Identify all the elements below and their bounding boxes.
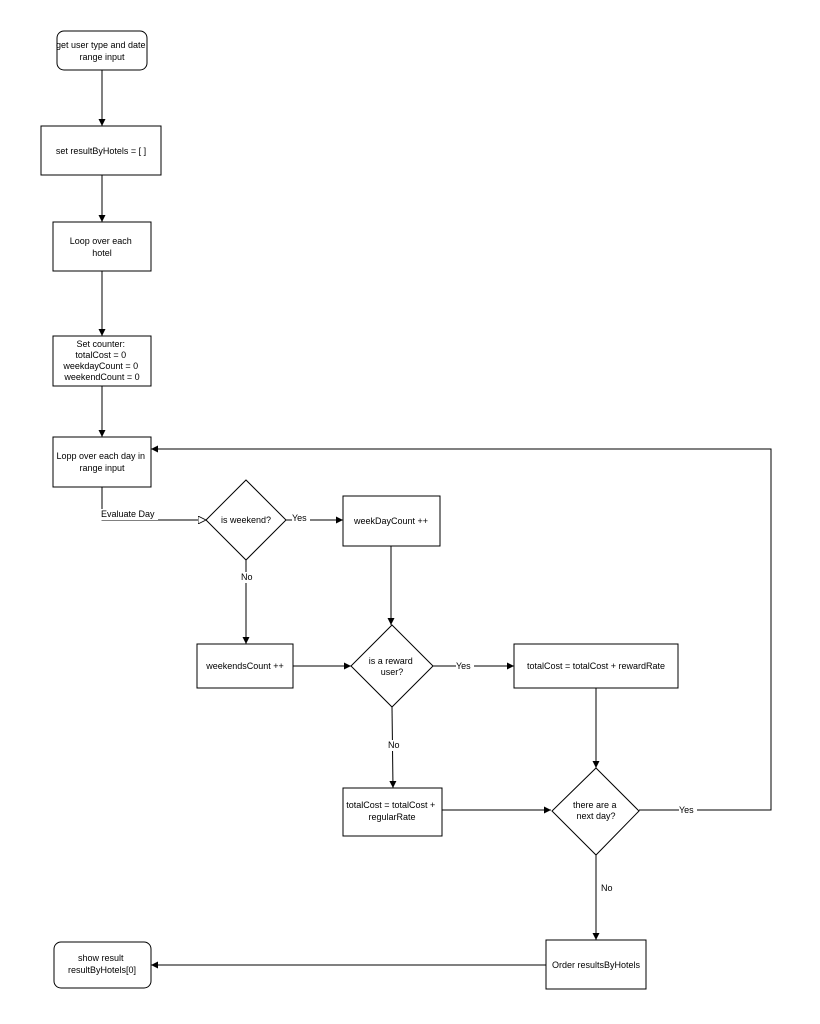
label-weekend-no: No xyxy=(241,572,253,582)
node-regular-cost-text: totalCost = totalCost + regularRate xyxy=(346,800,438,822)
node-weekends-inc: weekendsCount ++ xyxy=(196,643,294,689)
node-is-reward-text: is a reward user? xyxy=(369,656,416,677)
node-is-weekend: is weekend? xyxy=(205,479,287,561)
label-weekend-yes: Yes xyxy=(292,513,307,523)
node-is-reward: is a reward user? xyxy=(350,624,434,708)
node-weekday-inc-text: weekDayCount ++ xyxy=(353,516,428,526)
label-next-no: No xyxy=(601,883,613,893)
node-show-result: show result resultByHotels[0] xyxy=(53,941,152,989)
node-start-text: get user type and date range input xyxy=(56,40,148,62)
node-weekday-inc: weekDayCount ++ xyxy=(342,495,441,547)
node-loop-day: Lopp over each day in range input xyxy=(52,436,152,488)
node-order: Order resultsByHotels xyxy=(545,939,647,990)
node-show-result-text: show result resultByHotels[0] xyxy=(68,953,136,975)
node-set-counter: Set counter: totalCost = 0 weekdayCount … xyxy=(52,335,152,387)
node-is-weekend-text: is weekend? xyxy=(221,515,271,525)
node-next-day: there are a next day? xyxy=(551,767,640,856)
node-init-result-text: set resultByHotels = [ ] xyxy=(56,146,146,156)
node-start: get user type and date range input xyxy=(56,30,148,71)
node-loop-hotel: Loop over each hotel xyxy=(52,221,152,272)
node-weekends-inc-text: weekendsCount ++ xyxy=(205,661,284,671)
edge-labels: Evaluate Day Yes No Yes No Yes No xyxy=(100,509,697,894)
node-reward-cost-text: totalCost = totalCost + rewardRate xyxy=(527,661,665,671)
node-order-text: Order resultsByHotels xyxy=(552,960,641,970)
node-loop-hotel-text: Loop over each hotel xyxy=(70,236,135,258)
node-init-result: set resultByHotels = [ ] xyxy=(40,125,162,176)
label-reward-yes: Yes xyxy=(456,661,471,671)
node-next-day-text: there are a next day? xyxy=(573,800,619,821)
node-regular-cost: totalCost = totalCost + regularRate xyxy=(342,787,443,837)
label-evaluate-day: Evaluate Day xyxy=(101,509,155,519)
label-next-yes: Yes xyxy=(679,805,694,815)
node-reward-cost: totalCost = totalCost + rewardRate xyxy=(513,643,679,689)
edge-next-yes-loop-back xyxy=(151,445,772,811)
label-reward-no: No xyxy=(388,740,400,750)
node-loop-day-text: Lopp over each day in range input xyxy=(56,451,147,473)
node-set-counter-text: Set counter: totalCost = 0 weekdayCount … xyxy=(62,339,140,382)
